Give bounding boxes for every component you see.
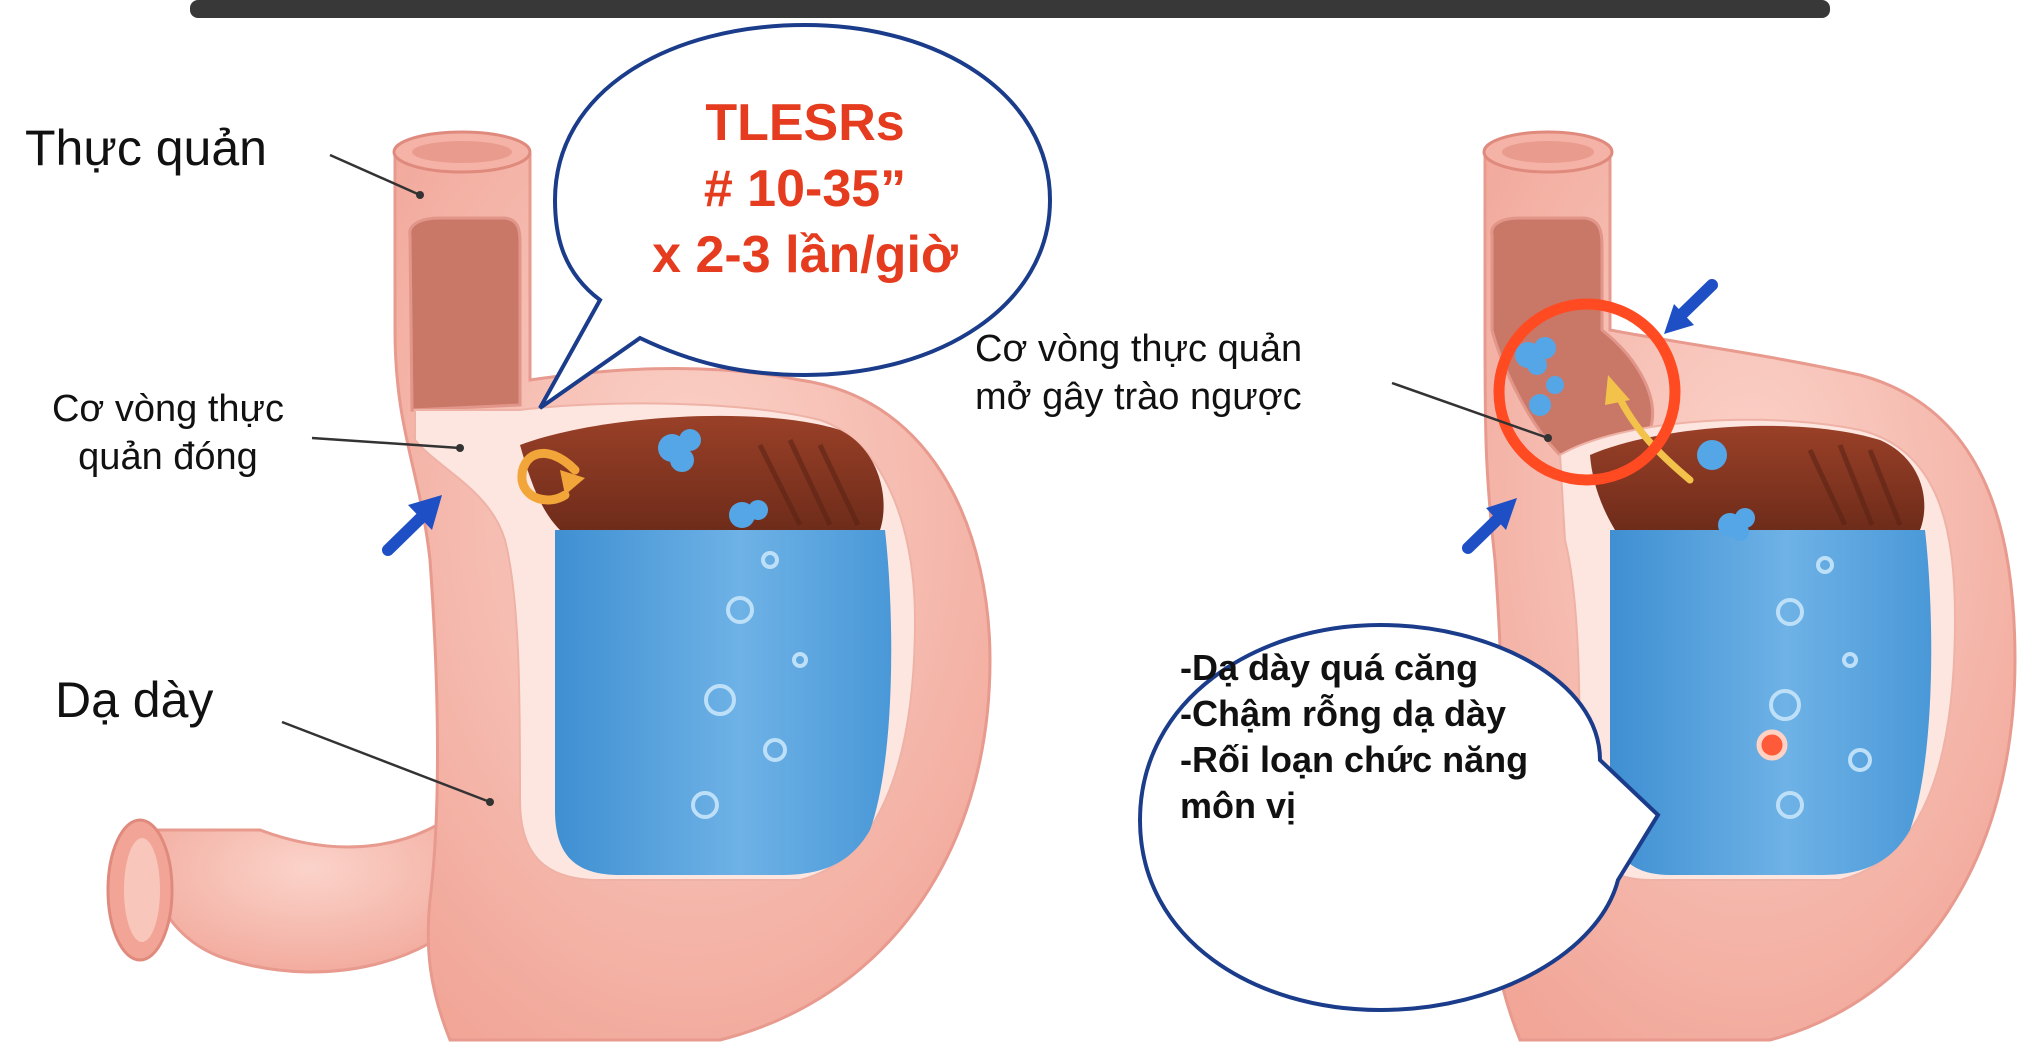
label-esophagus: Thực quản [25, 118, 267, 178]
tlesr-bubble-line3: x 2-3 lần/giờ [590, 222, 1020, 288]
label-sphincter-open: Cơ vòng thực quản mở gây trào ngược [975, 325, 1415, 421]
tlesr-bubble-text: TLESRs # 10-35” x 2-3 lần/giờ [590, 90, 1020, 288]
causes-note-line1: -Dạ dày quá căng [1180, 645, 1620, 691]
label-sphincter-open-line2: mở gây trào ngược [975, 373, 1415, 421]
label-sphincter-closed-line1: Cơ vòng thực [18, 385, 318, 433]
causes-note-text: -Dạ dày quá căng -Chậm rỗng dạ dày -Rối … [1180, 645, 1620, 829]
left-fluid [555, 530, 891, 875]
label-stomach: Dạ dày [55, 670, 213, 730]
cropped-title-fragment [190, 0, 1830, 18]
label-sphincter-closed: Cơ vòng thực quản đóng [18, 385, 318, 481]
causes-note-line3: -Rối loạn chức năng [1180, 737, 1620, 783]
tlesr-bubble-line2: # 10-35” [590, 156, 1020, 222]
label-sphincter-open-line1: Cơ vòng thực quản [975, 325, 1415, 373]
label-sphincter-closed-line2: quản đóng [18, 433, 318, 481]
left-duodenum [148, 800, 470, 972]
causes-note-line4: môn vị [1180, 783, 1620, 829]
causes-note-line2: -Chậm rỗng dạ dày [1180, 691, 1620, 737]
left-esophagus-lumen [410, 218, 520, 410]
right-red-dot [1759, 732, 1785, 758]
tlesr-bubble-line1: TLESRs [590, 90, 1020, 156]
